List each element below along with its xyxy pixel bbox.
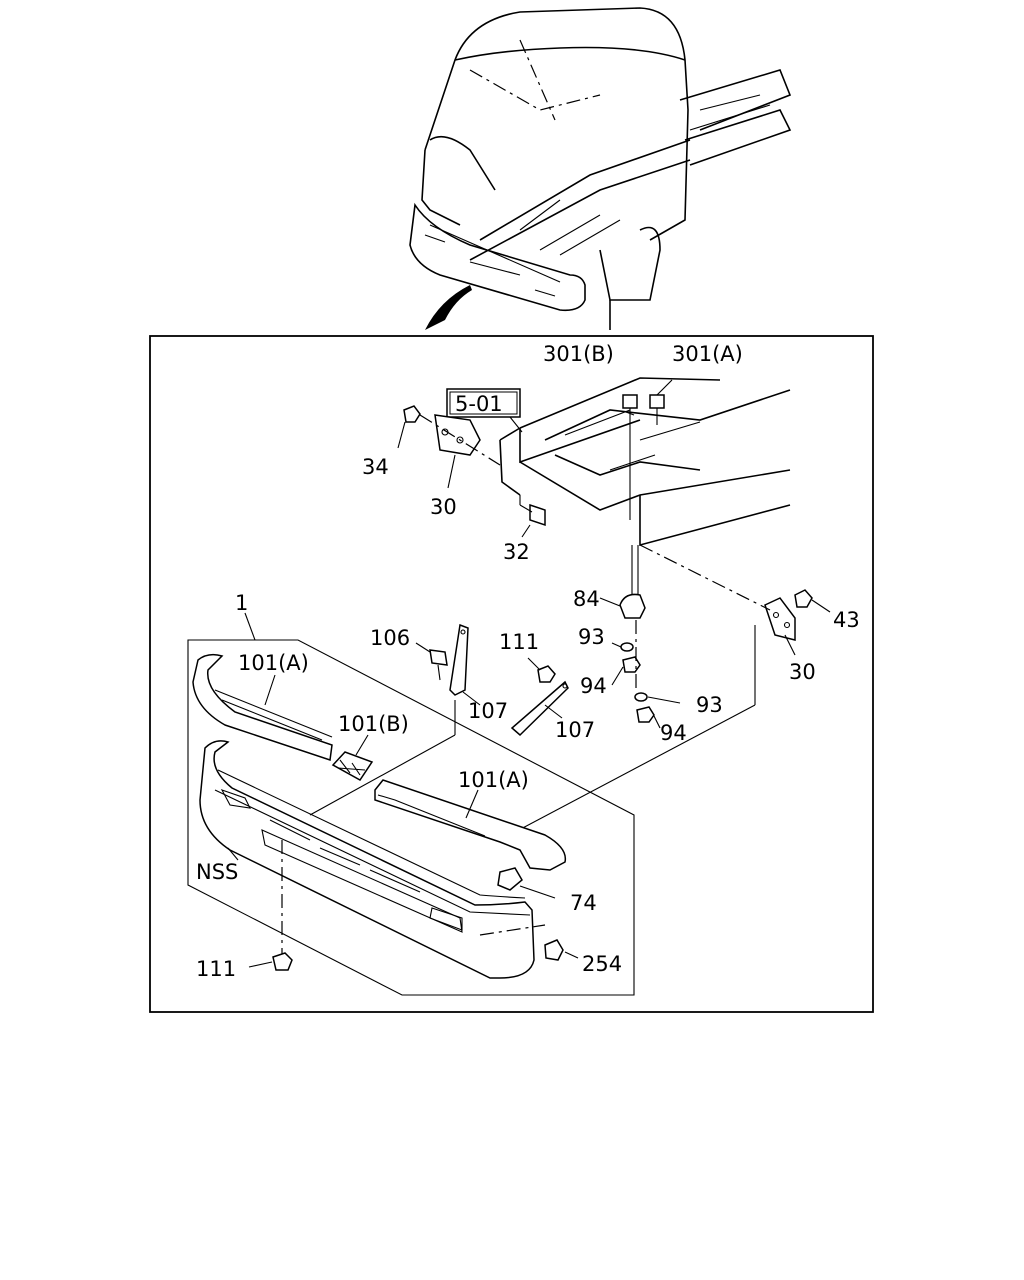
label-30-left: 30	[430, 495, 457, 519]
bolt-301a	[649, 394, 665, 425]
nut-111-upper	[537, 665, 556, 683]
label-101a-upper: 101(A)	[238, 651, 309, 675]
stay-107-right	[510, 680, 569, 737]
bracket-30-right	[764, 597, 796, 641]
label-107-left: 107	[468, 699, 508, 723]
label-84: 84	[573, 587, 600, 611]
nut-34	[403, 405, 421, 423]
garnish-101b	[331, 751, 374, 781]
label-94-lower: 94	[660, 721, 687, 745]
label-301b: 301(B)	[543, 342, 614, 366]
label-101b: 101(B)	[338, 712, 409, 736]
nut-94-upper	[622, 656, 641, 673]
label-254: 254	[582, 952, 622, 976]
label-1: 1	[235, 591, 248, 615]
label-34: 34	[362, 455, 389, 479]
bolt-106	[429, 649, 448, 681]
bolt-32	[519, 503, 546, 527]
label-32: 32	[503, 540, 530, 564]
bolt-301b	[622, 394, 638, 520]
label-nss: NSS	[196, 860, 238, 884]
bracket-30-left	[434, 414, 481, 456]
clip-74	[497, 867, 523, 891]
nut-111-lower	[272, 952, 293, 971]
label-301a: 301(A)	[672, 342, 743, 366]
washer-93-upper	[620, 642, 634, 652]
assembly-frame	[187, 639, 635, 996]
label-93-lower: 93	[696, 693, 723, 717]
ref-box-frame	[446, 388, 521, 418]
washer-93-lower	[634, 692, 648, 702]
nut-254	[544, 939, 564, 961]
label-93-upper: 93	[578, 625, 605, 649]
label-106: 106	[370, 626, 410, 650]
bumper-cover-upper	[192, 653, 333, 761]
bumper-cover-lower	[374, 779, 567, 871]
label-101a-lower: 101(A)	[458, 768, 529, 792]
stay-84	[619, 545, 646, 619]
label-107-right: 107	[555, 718, 595, 742]
truck-overview	[409, 7, 792, 330]
label-43: 43	[833, 608, 860, 632]
label-94-upper: 94	[580, 674, 607, 698]
label-111-upper: 111	[499, 630, 539, 654]
label-111-lower: 111	[196, 957, 236, 981]
nut-94-lower	[636, 706, 655, 723]
detail-frame	[149, 335, 874, 1013]
label-74: 74	[570, 891, 597, 915]
front-bumper-main	[199, 740, 535, 979]
label-30-right: 30	[789, 660, 816, 684]
stay-107-left	[449, 623, 469, 696]
ref-box-label: 5-01	[455, 392, 503, 416]
nut-43	[794, 589, 813, 608]
